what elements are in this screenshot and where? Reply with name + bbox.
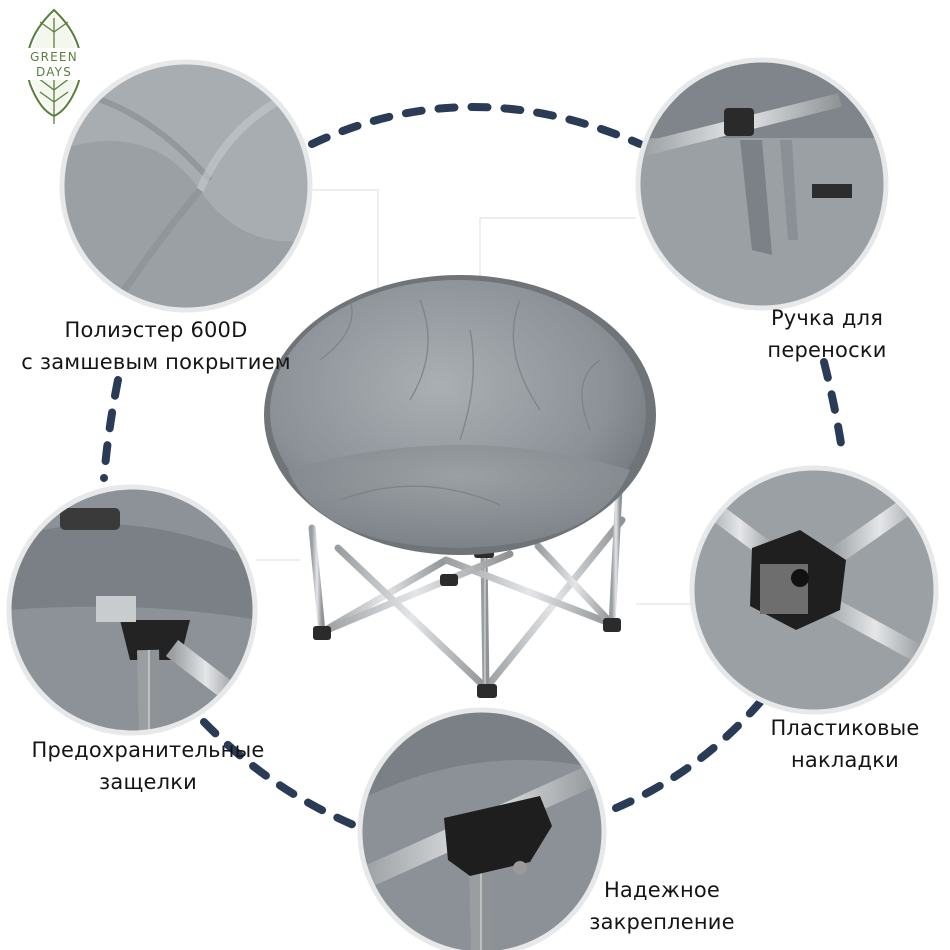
feature-label-line: Ручка для xyxy=(770,306,884,330)
feature-label-latches: Предохранительные защелки xyxy=(14,734,282,798)
feature-label-line: Надежное xyxy=(603,878,721,902)
feature-label-fixing: Надежное закрепление xyxy=(584,874,740,938)
feature-label-line: Пластиковые xyxy=(770,716,920,740)
feature-label-line: Полиэстер 600D xyxy=(64,318,248,342)
pads-detail-image xyxy=(689,465,939,715)
feature-label-line: накладки xyxy=(790,748,900,772)
brand-line2: DAYS xyxy=(36,65,72,79)
feature-label-fabric: Полиэстер 600D с замшевым покрытием xyxy=(8,314,304,378)
feature-label-line: закрепление xyxy=(589,910,735,934)
brand-line1: GREEN xyxy=(30,50,78,64)
leader-lines xyxy=(256,189,694,605)
latch-detail-image xyxy=(6,484,258,736)
feature-label-line: Предохранительные xyxy=(31,738,265,762)
chair-illustration xyxy=(264,275,656,698)
fabric-detail-image xyxy=(59,59,313,313)
fixing-detail-image xyxy=(357,707,607,950)
feature-label-line: защелки xyxy=(99,770,197,794)
feature-label-line: переноски xyxy=(767,338,887,362)
feature-label-line: с замшевым покрытием xyxy=(21,350,291,374)
brand-logo: GREEN DAYS xyxy=(18,8,90,124)
handle-detail-image xyxy=(635,57,889,311)
feature-label-handle: Ручка для переноски xyxy=(742,302,912,366)
dashed-ring xyxy=(100,103,846,830)
feature-label-pads: Пластиковые накладки xyxy=(750,712,940,776)
